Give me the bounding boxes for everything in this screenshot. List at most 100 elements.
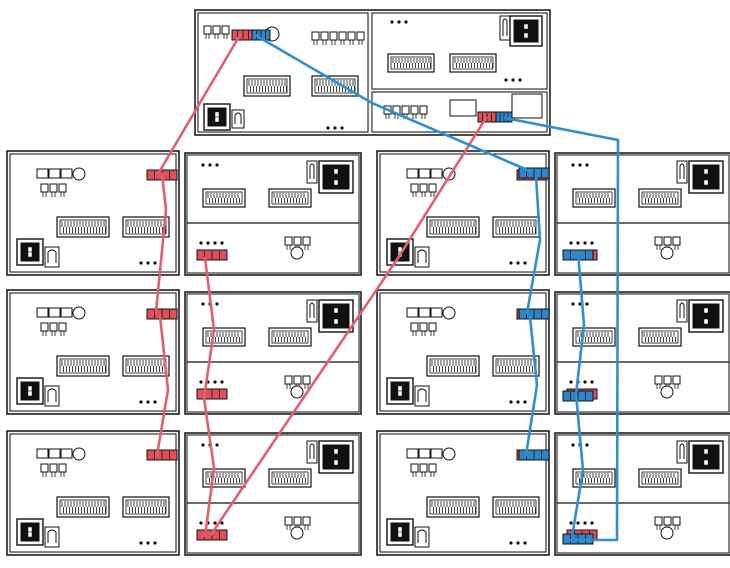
blue-port [518, 167, 550, 179]
led-dot [583, 521, 587, 525]
led-box [406, 168, 419, 179]
led-dot [509, 261, 513, 265]
connector-housing [202, 188, 246, 208]
port-jack [654, 516, 663, 526]
indicator-leds [509, 400, 527, 404]
led-dot [397, 20, 401, 24]
indicator-leds [199, 521, 224, 525]
port-jack [329, 31, 338, 41]
switch-lever [309, 163, 315, 179]
led-dot [326, 126, 330, 130]
drive-module-leds [406, 168, 443, 179]
switch-lever [679, 163, 685, 179]
connector-inner [246, 78, 288, 94]
indicator-leds [139, 400, 157, 404]
power-pin [27, 385, 33, 392]
led-dot [213, 521, 217, 525]
cable-b-controller-to-right-1 [253, 33, 534, 174]
power-socket [322, 444, 350, 470]
led-dot [153, 541, 157, 545]
connector-inner [205, 330, 243, 344]
connector-inner [429, 358, 477, 374]
tray-left-3 [6, 430, 362, 556]
connector-housing [572, 188, 616, 208]
port-jack [428, 183, 437, 193]
connector-inner [205, 191, 243, 205]
cable-a-left-iom-chain [202, 256, 216, 538]
power-socket [322, 164, 350, 190]
power-switch [306, 440, 318, 464]
led-dot [576, 241, 580, 245]
ethernet-ports [40, 183, 67, 197]
power-inlet [16, 377, 44, 405]
switch-frame [676, 299, 688, 323]
led-dot [199, 241, 203, 245]
led-dot [571, 302, 575, 306]
port-jack [40, 463, 49, 473]
power-switch [499, 15, 511, 41]
led-box [430, 168, 443, 179]
connector-inner [271, 191, 309, 205]
id-knob [660, 385, 674, 399]
power-socket [692, 303, 720, 329]
power-socket [692, 444, 720, 470]
power-pin [703, 307, 709, 314]
led-dot [509, 400, 513, 404]
switch-lever [309, 302, 315, 318]
led-dot [201, 302, 205, 306]
id-knob [660, 246, 674, 260]
power-switch [306, 299, 318, 323]
led-dot [220, 380, 224, 384]
led-dot [516, 541, 520, 545]
sas-connector [572, 468, 616, 488]
port-jack [302, 236, 311, 246]
connector-housing [268, 327, 312, 347]
power-pin [703, 179, 709, 186]
connector-housing [638, 327, 682, 347]
port-jack [410, 105, 419, 115]
port-jack [347, 31, 356, 41]
port-jack [663, 236, 672, 246]
switch-lever [309, 443, 315, 459]
sas-connector [638, 468, 682, 488]
power-pin [703, 459, 709, 466]
power-inlet [318, 440, 354, 474]
tray-left-1 [6, 150, 362, 276]
led-dot [213, 380, 217, 384]
power-pin [333, 459, 339, 466]
connector-inner [495, 219, 537, 235]
ethernet-ports [40, 322, 67, 336]
led-dot [206, 241, 210, 245]
power-pin [27, 246, 33, 253]
sas-connector [492, 496, 540, 518]
host-port-b [495, 111, 513, 123]
led-dot [208, 163, 212, 167]
switch-lever [679, 443, 685, 459]
port-jack [356, 31, 365, 41]
switch-frame [676, 440, 688, 464]
switch-frame [676, 160, 688, 184]
sas-connector [268, 468, 312, 488]
ethernet-ports [410, 463, 437, 477]
power-switch [231, 109, 245, 129]
port-jack [672, 375, 681, 385]
switch-frame [306, 160, 318, 184]
indicator-leds [571, 302, 589, 306]
indicator-leds [504, 78, 522, 82]
led-dot [340, 126, 344, 130]
connector-inner [495, 499, 537, 515]
indicator-leds [139, 541, 157, 545]
drive-module-leds [406, 448, 443, 459]
connector-inner [205, 471, 243, 485]
port-jack [284, 375, 293, 385]
ethernet-ports [40, 463, 67, 477]
power-inlet [386, 377, 414, 405]
connector-inner [429, 219, 477, 235]
cable-a-controller-to-left-3-iom [208, 116, 488, 538]
port-jack [320, 31, 329, 41]
led-dot [569, 241, 573, 245]
port-jack [419, 105, 428, 115]
sas-connector [122, 216, 170, 238]
port-jack [293, 236, 302, 246]
